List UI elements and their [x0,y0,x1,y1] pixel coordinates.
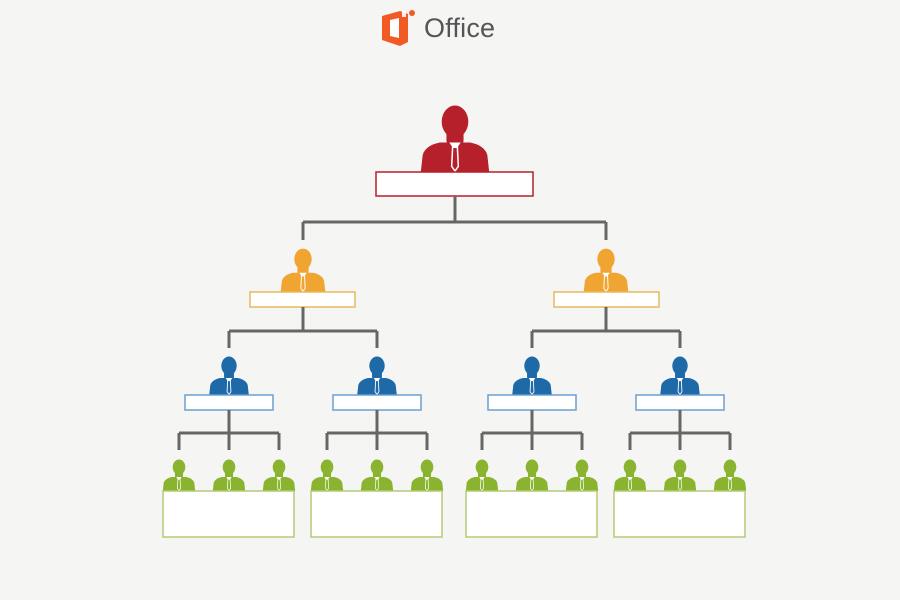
person-tie [728,478,732,492]
staff-group-label-box [162,490,295,538]
person-head [525,459,539,475]
staff-person-icon [262,459,296,492]
person-tie [628,478,632,492]
staff-person-icon [360,459,394,492]
staff-person-icon [565,459,599,492]
person-head [524,356,540,376]
person-tie [177,478,181,492]
lead-person-icon [512,356,552,396]
person-tie [530,478,534,492]
lead-label-box [635,394,725,411]
person-head [294,248,312,270]
staff-person-icon [410,459,444,492]
person-head [420,459,434,475]
person-tie [300,275,306,293]
person-tie [374,380,380,396]
person-tie [277,478,281,492]
person-tie [227,478,231,492]
person-head [369,356,385,376]
person-tie [425,478,429,492]
staff-person-icon [162,459,196,492]
person-tie [480,478,484,492]
person-head [597,248,615,270]
person-tie [603,275,609,293]
person-tie [226,380,232,396]
person-tie [325,478,329,492]
staff-person-icon [613,459,647,492]
staff-person-icon [212,459,246,492]
manager-label-box [249,291,356,308]
lead-label-box [487,394,577,411]
lead-person-icon [357,356,397,396]
person-tie [450,146,460,173]
brand-logo: Office [378,8,495,48]
lead-person-icon [209,356,249,396]
person-tie [580,478,584,492]
person-head [370,459,384,475]
manager-person-icon [280,248,326,293]
brand-name: Office [424,12,496,43]
lead-label-box [332,394,422,411]
staff-person-icon [465,459,499,492]
person-head [441,105,469,138]
manager-person-icon [583,248,629,293]
person-tie [529,380,535,396]
ceo-label-box [375,171,534,197]
staff-group-label-box [613,490,746,538]
person-head [673,459,687,475]
staff-group-label-box [310,490,443,538]
staff-person-icon [515,459,549,492]
person-tie [677,380,683,396]
person-head [623,459,637,475]
person-head [672,356,688,376]
lead-person-icon [660,356,700,396]
person-head [172,459,186,475]
person-tie [375,478,379,492]
manager-label-box [553,291,660,308]
person-head [320,459,334,475]
staff-person-icon [663,459,697,492]
staff-person-icon [310,459,344,492]
person-tie [678,478,682,492]
staff-group-label-box [465,490,598,538]
staff-person-icon [713,459,747,492]
lead-label-box [184,394,274,411]
person-head [475,459,489,475]
office-logo-icon [382,10,415,46]
ceo-person-icon [420,105,490,173]
person-head [723,459,737,475]
person-head [222,459,236,475]
person-head [575,459,589,475]
person-head [272,459,286,475]
person-head [221,356,237,376]
